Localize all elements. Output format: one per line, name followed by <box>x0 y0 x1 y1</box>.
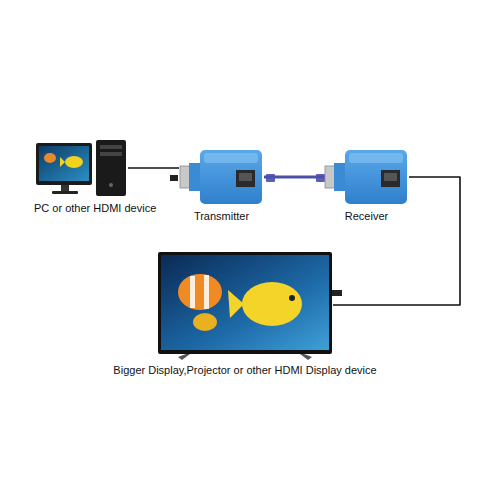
ethernet-cable <box>264 176 324 179</box>
hdmi-cable <box>333 177 460 305</box>
transmitter-device <box>180 150 262 204</box>
device-node: Bigger Display,Projector or other HDMI D… <box>157 251 333 359</box>
device-caption: Receiver <box>345 210 388 223</box>
device-caption: PC or other HDMI device <box>34 202 156 215</box>
device-node: Receiver <box>324 149 409 205</box>
pc-monitor <box>36 143 92 194</box>
pc-tower <box>96 140 126 196</box>
device-caption: Bigger Display,Projector or other HDMI D… <box>113 364 376 377</box>
receiver-device <box>325 150 407 204</box>
device-node: Transmitter <box>179 149 264 205</box>
device-node: PC or other HDMI device <box>34 139 128 197</box>
tv-display <box>158 252 342 360</box>
hdmi-plug <box>170 175 178 181</box>
device-caption: Transmitter <box>194 210 249 223</box>
hdmi-cable <box>128 167 179 169</box>
